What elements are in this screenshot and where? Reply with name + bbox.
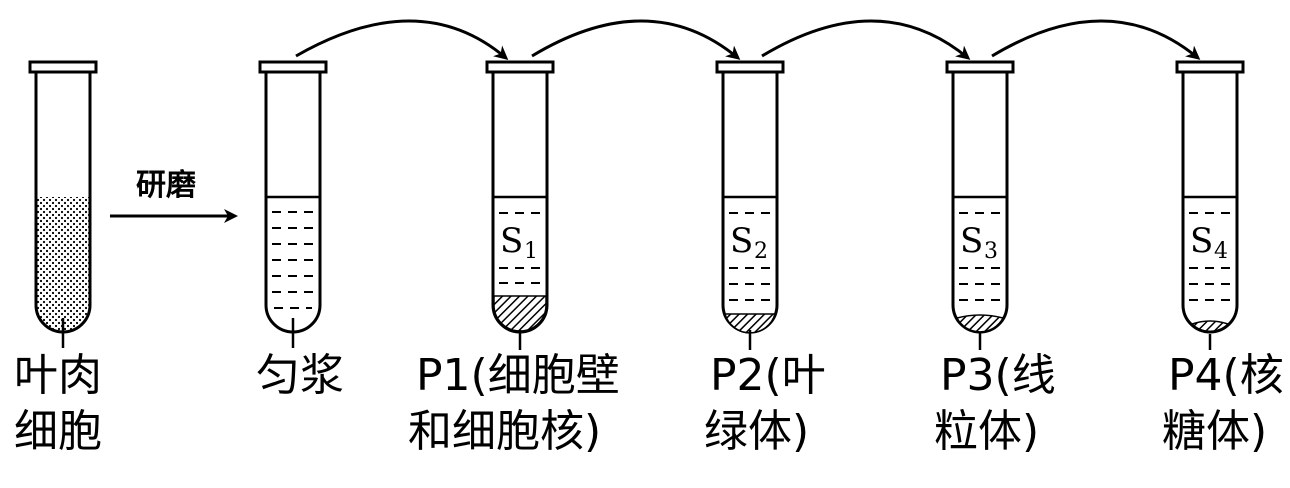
caption-p3-line1: P3(线 [940,350,1056,401]
tube-homogenate [258,60,328,348]
supernatant-label-s1: S [500,221,523,261]
transfer-arrow-4 [991,19,1201,60]
caption-p4-line2: 糖体) [1162,406,1267,457]
tube-p1 [485,60,555,350]
tube-p4 [1175,60,1245,350]
supernatant-label-s3: S [960,221,983,261]
tube-p2 [715,60,785,350]
tube-leaf-cells [28,60,98,348]
supernatant-sub-s2: 2 [754,239,768,264]
transfer-arrow-1 [295,19,509,60]
caption-leaf-cells-line1: 叶肉 [14,350,102,401]
supernatant-sub-s4: 4 [1214,239,1228,264]
caption-p2-line2: 绿体) [704,406,809,457]
caption-p1-line1: P1(细胞壁 [416,350,620,401]
caption-p3-line2: 粒体) [934,406,1039,457]
supernatant-label-s2: S [730,221,753,261]
supernatant-sub-s3: 3 [984,239,998,264]
caption-homogenate: 匀浆 [256,350,344,401]
transfer-arrow-2 [531,19,741,60]
caption-p2-line1: P2(叶 [710,350,826,401]
caption-p1-line2: 和细胞核) [408,406,601,457]
tube-p3 [945,60,1015,350]
caption-leaf-cells-line2: 细胞 [14,406,102,457]
supernatant-label-s4: S [1190,221,1213,261]
supernatant-sub-s1: 1 [524,239,538,264]
caption-p4-line1: P4(核 [1168,350,1284,401]
grind-label: 研磨 [136,168,196,203]
transfer-arrow-3 [761,19,971,60]
